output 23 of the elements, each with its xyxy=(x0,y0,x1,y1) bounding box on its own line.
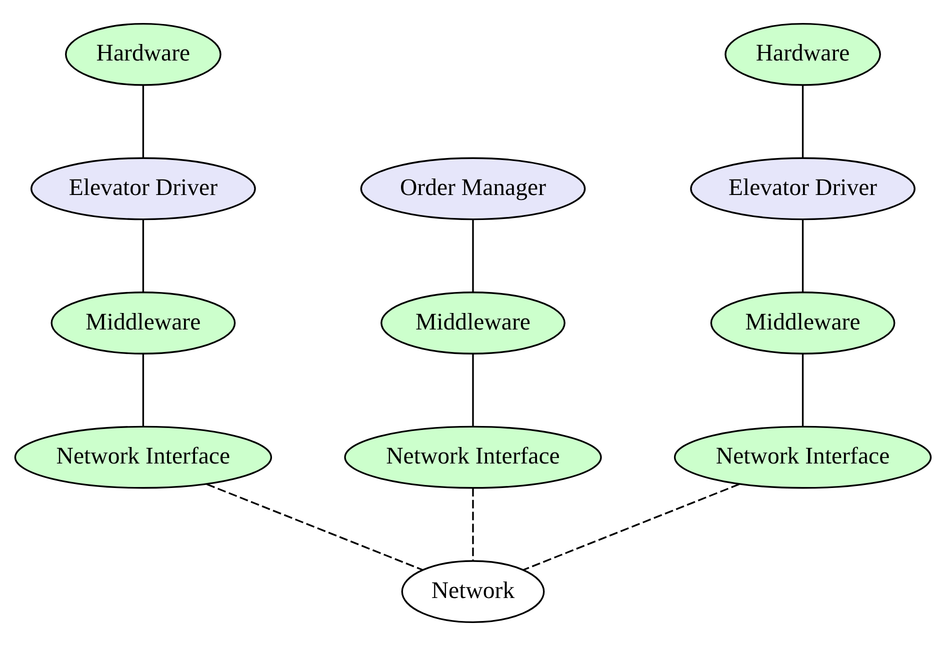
node-ellipse: Hardware xyxy=(65,22,222,86)
node-ellipse: Middleware xyxy=(50,292,236,354)
connector xyxy=(142,219,144,292)
node-ellipse: Elevator Driver xyxy=(30,157,256,220)
connector xyxy=(142,354,144,427)
connector xyxy=(802,85,804,158)
node-ellipse: Network Interface xyxy=(344,426,602,489)
node-ellipse: Network Interface xyxy=(674,426,932,489)
node-ellipse: Middleware xyxy=(710,292,896,354)
connector xyxy=(206,483,423,571)
node-ellipse: Hardware xyxy=(724,22,881,86)
node-ellipse: Order Manager xyxy=(360,157,586,220)
connector xyxy=(142,85,144,158)
connector xyxy=(802,354,804,427)
connector xyxy=(472,488,474,561)
connector xyxy=(472,354,474,427)
node-ellipse: Middleware xyxy=(380,292,566,354)
connector xyxy=(802,219,804,292)
connector xyxy=(523,483,740,571)
node-ellipse: Network Interface xyxy=(14,426,272,489)
connector xyxy=(472,219,474,292)
node-ellipse: Elevator Driver xyxy=(690,157,916,220)
node-ellipse: Network xyxy=(401,560,545,624)
